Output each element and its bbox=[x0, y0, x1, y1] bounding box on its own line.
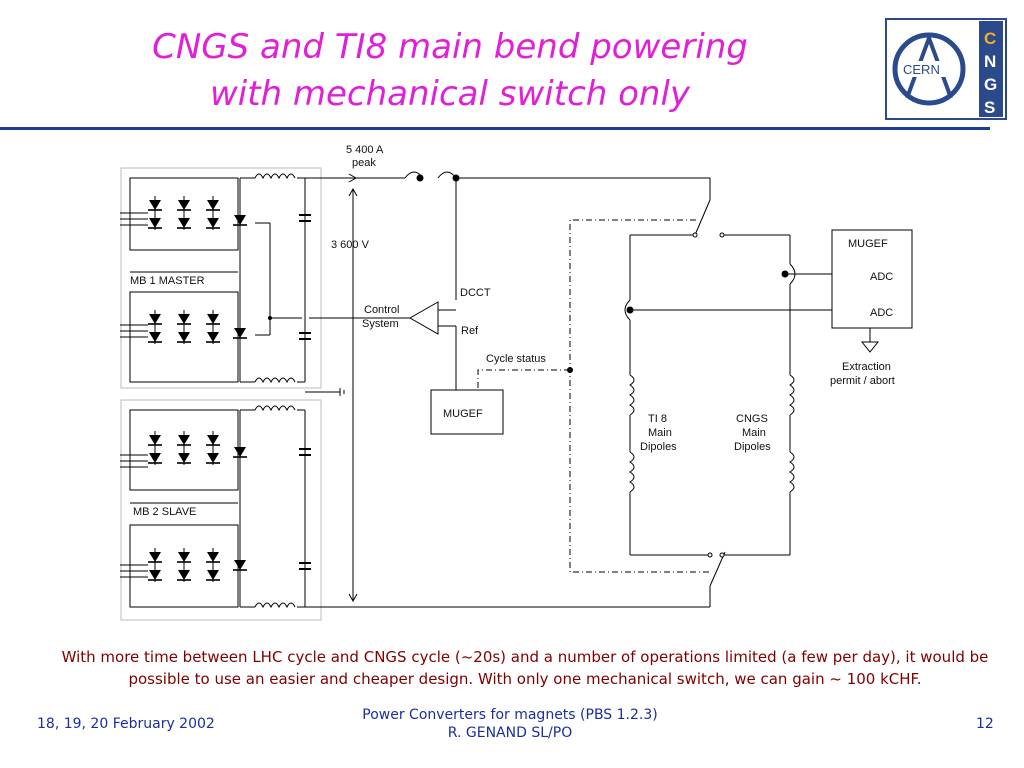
title-line-2: with mechanical switch only bbox=[209, 74, 691, 114]
page-number: 12 bbox=[976, 716, 994, 732]
master-diodes bbox=[148, 196, 248, 344]
footer-center: Power Converters for magnets (PBS 1.2.3)… bbox=[300, 706, 720, 742]
mugef-left-label: MUGEF bbox=[443, 408, 483, 420]
cngs-label-3: Dipoles bbox=[734, 441, 771, 453]
dash-dot-lines bbox=[477, 219, 710, 573]
cern-cngs-logo: CERN C N G S bbox=[885, 18, 1007, 120]
voltage-label: 3 600 V bbox=[331, 239, 370, 251]
wiring-dots bbox=[268, 174, 789, 558]
cngs-label-1: CNGS bbox=[736, 413, 768, 425]
footer-center-line-2: R. GENAND SL/PO bbox=[447, 725, 573, 741]
adc-label-2: ADC bbox=[870, 307, 893, 319]
extraction-label-1: Extraction bbox=[842, 361, 891, 373]
cycle-status-label: Cycle status bbox=[486, 353, 546, 365]
extraction-label-2: permit / abort bbox=[830, 375, 895, 387]
title-line-1: CNGS and TI8 main bend powering bbox=[152, 27, 748, 67]
footer-date: 18, 19, 20 February 2002 bbox=[37, 716, 215, 732]
logo-cern-text: CERN bbox=[903, 62, 940, 77]
title-rule bbox=[0, 127, 990, 130]
circuit-diagram: 5 400 A peak 3 600 V MB 1 MASTER MB 2 SL… bbox=[120, 144, 913, 621]
current-label-1: 5 400 A bbox=[346, 144, 384, 156]
control-label-1: Control bbox=[364, 304, 399, 316]
logo-letter-s: S bbox=[984, 98, 995, 117]
adc-label-1: ADC bbox=[870, 271, 893, 283]
ti8-label-2: Main bbox=[648, 427, 672, 439]
logo-letter-c: C bbox=[984, 29, 996, 48]
ti8-label-3: Dipoles bbox=[640, 441, 677, 453]
master-label: MB 1 MASTER bbox=[130, 275, 205, 287]
slave-label: MB 2 SLAVE bbox=[133, 506, 196, 518]
dcct-label: DCCT bbox=[460, 287, 491, 299]
ref-label: Ref bbox=[461, 325, 479, 337]
logo-letter-g: G bbox=[984, 75, 997, 94]
control-label-2: System bbox=[362, 318, 399, 330]
main-wiring bbox=[305, 171, 913, 608]
body-paragraph: With more time between LHC cycle and CNG… bbox=[61, 648, 989, 688]
ti8-label-1: TI 8 bbox=[648, 413, 667, 425]
footer-center-line-1: Power Converters for magnets (PBS 1.2.3) bbox=[362, 707, 658, 723]
slide-title: CNGS and TI8 main bend powering with mec… bbox=[100, 24, 800, 118]
cngs-label-2: Main bbox=[742, 427, 766, 439]
mugef-right-label: MUGEF bbox=[848, 238, 888, 250]
current-label-2: peak bbox=[352, 157, 376, 169]
logo-letter-n: N bbox=[984, 52, 996, 71]
